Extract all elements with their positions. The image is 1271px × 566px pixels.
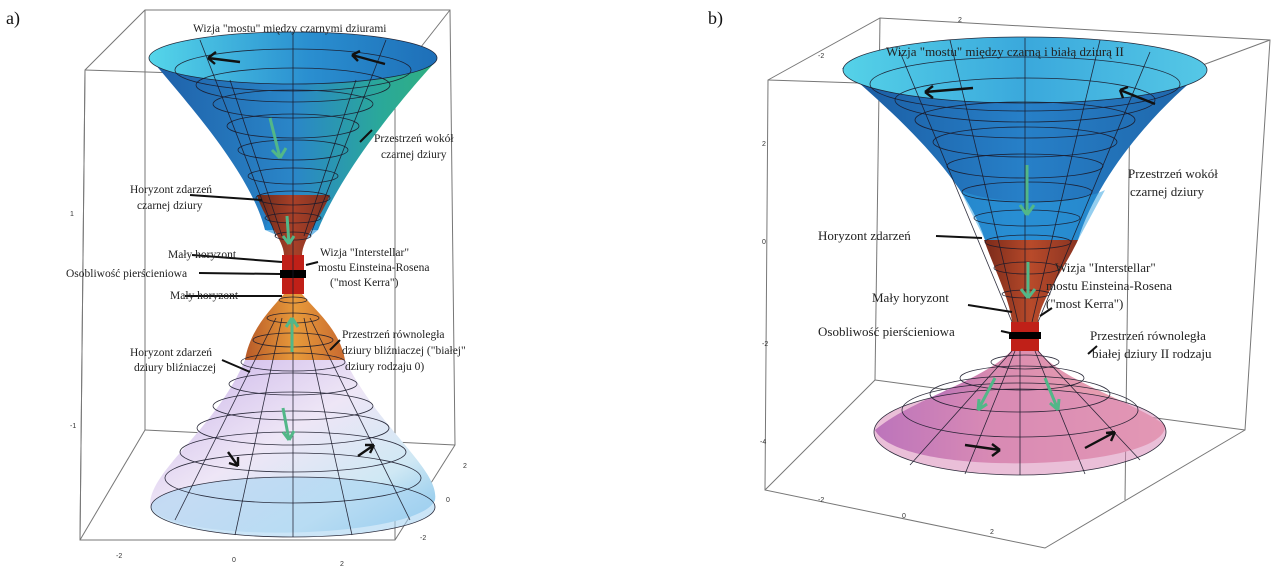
label-a-title: Wizja "mostu" między czarnymi dziurami bbox=[193, 23, 387, 35]
tick-b-x0: 0 bbox=[902, 513, 906, 520]
tick-a-z1: 1 bbox=[70, 211, 74, 218]
tick-b-topm2: -2 bbox=[818, 53, 824, 60]
panel-b-label: b) bbox=[708, 8, 723, 28]
callout-lines-b bbox=[935, 235, 1098, 355]
label-a-parallel-3: dziury rodzaju 0) bbox=[345, 361, 424, 373]
tick-b-zm2: -2 bbox=[762, 341, 768, 348]
panel-b-figure: 2 0 -2 -4 2 -2 -2 0 2 Wizja "mostu" międ… bbox=[760, 17, 1271, 549]
label-a-kerr-2: mostu Einsteina-Rosena bbox=[318, 262, 429, 274]
tick-a-y2: 2 bbox=[463, 463, 467, 470]
label-b-small-horizon: Mały horyzont bbox=[872, 290, 949, 305]
axis-ticks-a: 1 -1 -2 0 2 -2 0 2 bbox=[70, 211, 467, 566]
tick-b-xm2: -2 bbox=[818, 497, 824, 504]
labels-a: Wizja "mostu" między czarnymi dziurami P… bbox=[66, 23, 466, 374]
tick-a-y0: 0 bbox=[446, 497, 450, 504]
wormhole-surface-a bbox=[149, 32, 437, 537]
label-a-space-2: czarnej dziury bbox=[381, 149, 447, 161]
label-a-parallel-1: Przestrzeń równoległa bbox=[342, 329, 445, 341]
tick-b-z0: 0 bbox=[762, 239, 766, 246]
axis-ticks-b: 2 0 -2 -4 2 -2 -2 0 2 bbox=[760, 17, 994, 536]
label-a-small-horizon-bottom: Mały horyzont bbox=[170, 290, 239, 302]
label-b-ring: Osobliwość pierścieniowa bbox=[818, 324, 955, 339]
label-a-space-1: Przestrzeń wokół bbox=[374, 133, 454, 145]
label-a-horizon-2: czarnej dziury bbox=[137, 200, 203, 212]
label-a-twin-horizon-2: dziury bliźniaczej bbox=[134, 362, 216, 374]
tick-a-xm2: -2 bbox=[116, 553, 122, 560]
label-a-horizon-1: Horyzont zdarzeń bbox=[130, 184, 212, 196]
label-a-twin-horizon-1: Horyzont zdarzeń bbox=[130, 347, 212, 359]
label-b-parallel-1: Przestrzeń równoległa bbox=[1090, 328, 1206, 343]
callout-lines-a bbox=[185, 129, 373, 373]
panel-a-label: a) bbox=[6, 8, 20, 28]
label-a-small-horizon-top: Mały horyzont bbox=[168, 249, 237, 261]
panel-a: a) bbox=[0, 0, 520, 566]
flow-arrows-b bbox=[924, 85, 1156, 457]
label-b-kerr-1: Wizja "Interstellar" bbox=[1055, 260, 1156, 275]
label-b-horizon: Horyzont zdarzeń bbox=[818, 228, 911, 243]
tick-b-x2: 2 bbox=[990, 529, 994, 536]
flow-arrows-a bbox=[207, 49, 386, 468]
label-b-title: Wizja "mostu" między czarną i białą dziu… bbox=[886, 44, 1124, 59]
label-b-kerr-2: mostu Einsteina-Rosena bbox=[1046, 278, 1172, 293]
label-b-space-1: Przestrzeń wokół bbox=[1128, 166, 1218, 181]
label-b-parallel-2: białej dziury II rodzaju bbox=[1092, 346, 1212, 361]
tick-a-x2: 2 bbox=[340, 561, 344, 566]
label-a-parallel-2: dziury bliźniaczej ("białej" bbox=[342, 345, 466, 357]
tick-b-z2: 2 bbox=[762, 141, 766, 148]
label-a-kerr-3: ("most Kerra") bbox=[330, 277, 399, 289]
panel-b: b) bbox=[700, 0, 1271, 566]
label-a-ring: Osobliwość pierścieniowa bbox=[66, 268, 187, 280]
tick-b-top2: 2 bbox=[958, 17, 962, 24]
label-a-kerr-1: Wizja "Interstellar" bbox=[320, 247, 409, 259]
tick-b-zm4: -4 bbox=[760, 439, 766, 446]
label-b-space-2: czarnej dziury bbox=[1130, 184, 1204, 199]
tick-a-x0: 0 bbox=[232, 557, 236, 564]
tick-a-ym2: -2 bbox=[420, 535, 426, 542]
label-b-kerr-3: ("most Kerra") bbox=[1046, 296, 1123, 311]
labels-b: Wizja "mostu" między czarną i białą dziu… bbox=[818, 44, 1218, 361]
panel-a-figure: 1 -1 -2 0 2 -2 0 2 Wizja "mostu" między … bbox=[66, 9, 467, 566]
tick-a-zm1: -1 bbox=[70, 423, 76, 430]
